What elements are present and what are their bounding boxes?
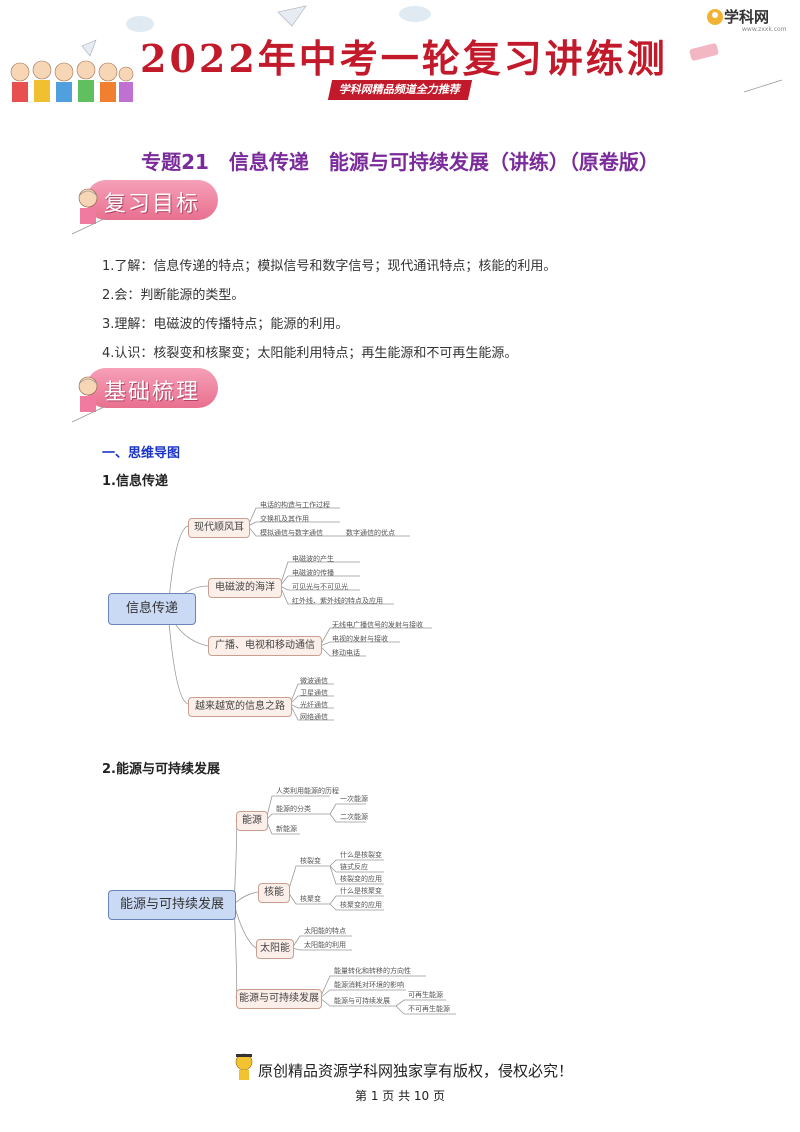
mindmap-1-leaf: 无线电广播信号的发射与接收 [332, 621, 423, 629]
section-badge-label: 基础梳理 [104, 380, 201, 405]
mindmap-2-title: 2.能源与可持续发展 [102, 762, 220, 777]
logo-icon [706, 8, 724, 30]
mindmap-2-connectors [233, 795, 456, 1015]
section-badge-label: 复习目标 [104, 192, 201, 217]
objective-2: 2.会：判断能源的类型。 [102, 288, 245, 303]
mindmap-2-leaf: 太阳能的特点 [304, 927, 346, 935]
section-badge-review: 复习目标 [70, 180, 220, 235]
mindmap-2-leaf: 核聚变的应用 [340, 901, 382, 909]
girl-pencil-icon [71, 188, 107, 235]
site-url: www.zxxk.com [742, 26, 787, 33]
mindmap-2-leaf: 链式反应 [340, 863, 368, 871]
mindmap-1-leaf: 电视的发射与接收 [332, 635, 388, 643]
mindmap-1-leaf: 电磁波的传播 [292, 569, 334, 577]
mindmap-1-title: 1.信息传递 [102, 474, 168, 489]
mindmap-1-leaf: 卫星通信 [300, 689, 328, 697]
mindmap-1-leaf: 网络通信 [300, 713, 328, 721]
part-label-mindmap: 一、思维导图 [102, 446, 181, 461]
page-header: 2022年中考一轮复习讲练测 学科网精品频道全力推荐 学科网 www.zxxk.… [0, 0, 800, 120]
document-title: 专题21 信息传递 能源与可持续发展（讲练）（原卷版） [141, 150, 659, 174]
mindmap-1-leaf: 模拟通信与数字通信 [260, 529, 323, 537]
mindmap-1-root: 信息传递 [108, 593, 196, 625]
mindmap-2-leaf: 核聚变 [300, 895, 321, 903]
mindmap-1-leaf: 交换机及其作用 [260, 515, 309, 523]
mindmap-1-leaf: 红外线、紫外线的特点及应用 [292, 597, 383, 605]
mindmap-1-node-info-road: 越来越宽的信息之路 [188, 697, 292, 717]
page-number: 第 1 页 共 10 页 [355, 1089, 445, 1103]
mindmap-2-leaf: 不可再生能源 [408, 1005, 450, 1013]
mindmap-2-root: 能源与可持续发展 [108, 890, 236, 920]
mascot-icon [232, 1052, 256, 1086]
mindmap-2-leaf: 什么是核裂变 [340, 851, 382, 859]
mindmap-2-node-energy: 能源 [236, 811, 268, 831]
mindmap-1-leaf: 数字通信的优点 [346, 529, 395, 537]
mindmap-2-leaf: 新能源 [276, 825, 297, 833]
banner-title: 2022年中考一轮复习讲练测 [140, 36, 668, 81]
mindmap-1-leaf: 移动电话 [332, 649, 360, 657]
banner-subtitle: 学科网精品频道全力推荐 [327, 80, 473, 100]
children-illustration [6, 58, 134, 112]
objective-3: 3.理解：电磁波的传播特点；能源的利用。 [102, 317, 349, 332]
mindmap-2-leaf: 核裂变 [300, 857, 321, 865]
mindmap-2-leaf: 人类利用能源的历程 [276, 787, 339, 795]
mindmap-2-leaf: 什么是核聚变 [340, 887, 382, 895]
mindmap-2-leaf: 可再生能源 [408, 991, 443, 999]
mindmap-2-leaf: 一次能源 [340, 795, 368, 803]
mindmap-1-node-modern-telephone: 现代顺风耳 [188, 518, 250, 538]
mindmap-2-leaf: 核裂变的应用 [340, 875, 382, 883]
header-decoration [81, 5, 783, 93]
mindmap-1-leaf: 电磁波的产生 [292, 555, 334, 563]
mindmap-2-leaf: 能源消耗对环境的影响 [334, 981, 404, 989]
mindmap-1-leaf: 光纤通信 [300, 701, 328, 709]
site-logo[interactable]: 学科网 [724, 8, 770, 26]
mindmap-1-node-em-waves: 电磁波的海洋 [208, 578, 282, 598]
section-badge-basics: 基础梳理 [70, 368, 220, 423]
mindmap-2-node-sustainable: 能源与可持续发展 [236, 989, 322, 1009]
mindmap-1-leaf: 电话的构造与工作过程 [260, 501, 330, 509]
footer-copyright: 原创精品资源学科网独家享有版权，侵权必究！ [258, 1062, 574, 1080]
mindmap-2-leaf: 太阳能的利用 [304, 941, 346, 949]
mindmap-1-leaf: 可见光与不可见光 [292, 583, 348, 591]
objective-4: 4.认识：核裂变和核聚变；太阳能利用特点；再生能源和不可再生能源。 [102, 346, 518, 361]
mindmap-2-node-solar: 太阳能 [256, 939, 294, 959]
mindmap-1-node-broadcast: 广播、电视和移动通信 [208, 636, 322, 656]
mindmap-1-leaf: 微波通信 [300, 677, 328, 685]
mindmap-2-node-nuclear: 核能 [258, 883, 290, 903]
mindmap-2-leaf: 能量转化和转移的方向性 [334, 967, 411, 975]
objective-1: 1.了解：信息传递的特点；模拟信号和数字信号；现代通讯特点；核能的利用。 [102, 259, 557, 274]
mindmap-2-leaf: 能源的分类 [276, 805, 311, 813]
mindmap-2-leaf: 能源与可持续发展 [334, 997, 390, 1005]
mindmap-2-leaf: 二次能源 [340, 813, 368, 821]
girl-pencil-icon [71, 376, 107, 423]
